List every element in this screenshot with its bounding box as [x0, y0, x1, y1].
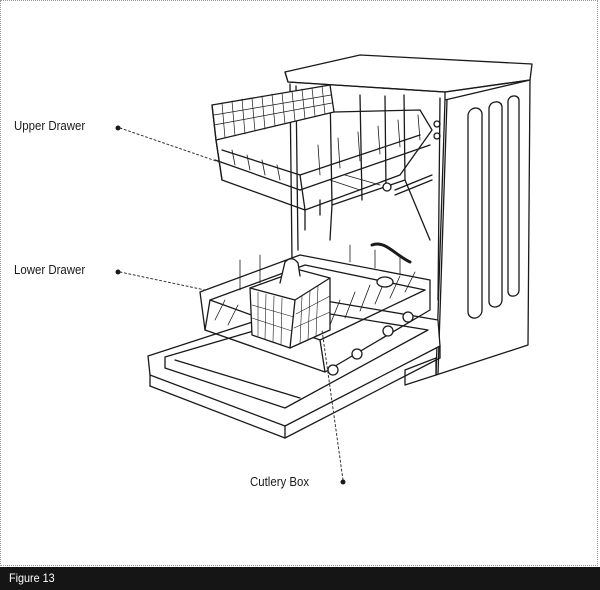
upper-drawer-leader	[119, 127, 223, 164]
cutlery-box	[249, 258, 331, 349]
upper-drawer-label: Upper Drawer	[14, 118, 86, 133]
cutlery-box-label: Cutlery Box	[250, 474, 310, 489]
lower-drawer-leader	[119, 271, 206, 291]
cutlery-box-leader	[321, 329, 344, 481]
leader-lines	[119, 127, 344, 481]
figure-caption: Figure 13	[9, 571, 55, 585]
cutlery-box-dot	[340, 479, 346, 485]
caption-bar: Figure 13	[0, 567, 600, 590]
figure-frame	[0, 0, 598, 566]
lower-drawer-dot	[115, 269, 121, 275]
lower-drawer-label: Lower Drawer	[14, 262, 86, 277]
upper-drawer-basket	[211, 84, 433, 231]
dishwasher-illustration	[115, 54, 533, 485]
upper-drawer-dot	[115, 125, 121, 131]
